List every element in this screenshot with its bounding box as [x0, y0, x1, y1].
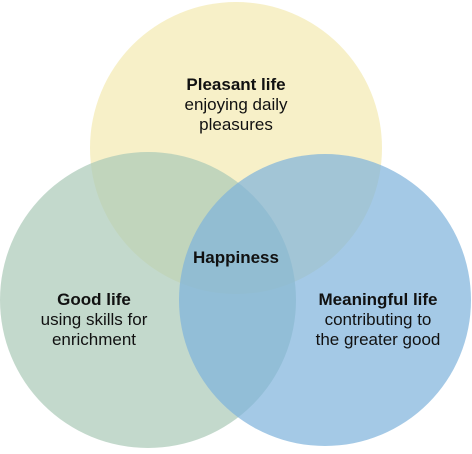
pleasant-life-desc-line-1: enjoying daily [184, 95, 288, 114]
pleasant-life-desc-line-2: pleasures [199, 115, 273, 134]
circle-meaningful-life [179, 154, 471, 446]
meaningful-life-label: Meaningful life contributing to the grea… [290, 290, 466, 350]
pleasant-life-label: Pleasant life enjoying daily pleasures [136, 75, 336, 135]
happiness-label: Happiness [193, 248, 279, 267]
good-life-label: Good life using skills for enrichment [4, 290, 184, 350]
meaningful-life-title: Meaningful life [318, 290, 438, 309]
meaningful-life-desc-line-2: the greater good [315, 330, 441, 349]
good-life-desc-line-2: enrichment [51, 330, 137, 349]
good-life-title: Good life [57, 290, 131, 309]
meaningful-life-desc-line-1: contributing to [324, 310, 432, 329]
pleasant-life-title: Pleasant life [186, 75, 286, 94]
good-life-desc-line-1: using skills for [40, 310, 148, 329]
